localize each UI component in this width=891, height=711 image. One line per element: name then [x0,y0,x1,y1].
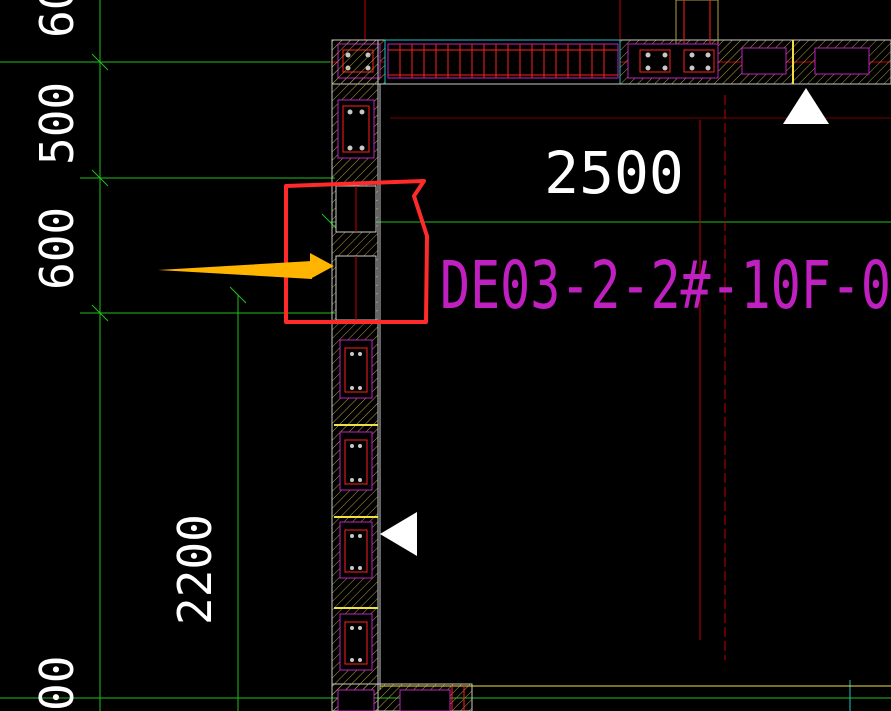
highlight-box [284,179,429,324]
dimension-top-partial: 60 [30,0,84,38]
section-marker-triangle-up-icon[interactable] [783,88,829,124]
dimension-bottom-partial: 00 [30,656,84,711]
pointer-arrow-icon [158,253,334,279]
dimension-2500: 2500 [544,139,684,207]
dimension-500: 500 [30,82,84,165]
wall-label: DE03-2-2#-10F-0 [440,247,891,324]
dimension-600: 600 [30,207,84,290]
top-wall[interactable] [331,0,891,85]
dimension-2200: 2200 [168,514,222,625]
left-wall[interactable] [331,39,891,711]
section-marker-triangle-left-icon[interactable] [380,512,417,556]
bottom-wall[interactable] [331,683,891,711]
